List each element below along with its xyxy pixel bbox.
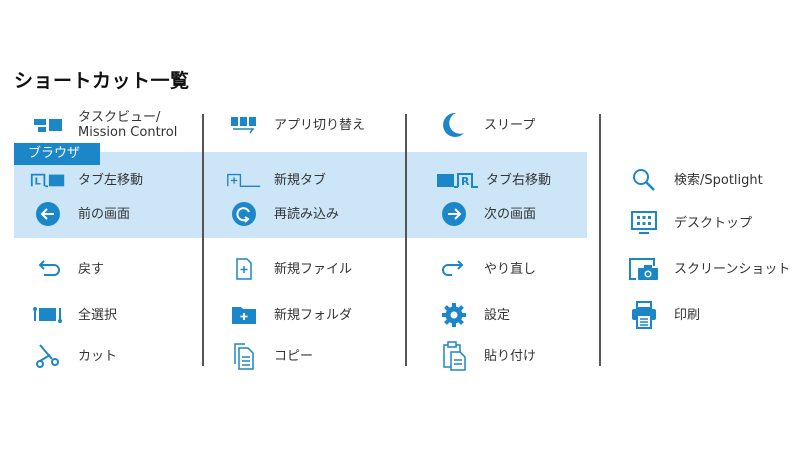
shortcut-search[interactable]: 検索/Spotlight xyxy=(626,165,763,195)
forward-arrow-circle-icon xyxy=(436,199,472,229)
shortcut-select-all[interactable]: 全選択 xyxy=(30,300,117,330)
shortcut-label: 設定 xyxy=(484,307,511,323)
svg-text:R: R xyxy=(461,175,470,188)
scissors-icon xyxy=(30,341,66,371)
shortcut-label-secondary: Mission Control xyxy=(78,125,178,140)
column-divider xyxy=(405,114,407,366)
shortcut-app-switch[interactable]: アプリ切り替え xyxy=(226,110,365,140)
shortcut-label: 次の画面 xyxy=(484,206,537,222)
redo-icon xyxy=(436,254,472,284)
shortcut-label: 新規タブ xyxy=(274,172,327,188)
shortcut-label: 新規ファイル xyxy=(274,261,353,277)
reload-icon xyxy=(226,199,262,229)
print-icon xyxy=(626,300,662,330)
shortcut-label: 貼り付け xyxy=(484,348,537,364)
shortcut-label: 再読み込み xyxy=(274,206,340,222)
shortcut-label: カット xyxy=(78,348,118,364)
shortcut-label: 前の画面 xyxy=(78,206,131,222)
shortcut-label: デスクトップ xyxy=(674,215,753,231)
tab-left-icon: L xyxy=(30,165,66,195)
shortcut-label: 検索/Spotlight xyxy=(674,172,763,188)
copy-icon xyxy=(226,341,262,371)
svg-text:L: L xyxy=(35,177,42,188)
shortcut-desktop[interactable]: デスクトップ xyxy=(626,208,752,238)
shortcut-back[interactable]: 前の画面 xyxy=(30,199,130,229)
task-view-icon xyxy=(30,110,66,140)
shortcut-label: タブ左移動 xyxy=(78,172,144,188)
shortcut-label: スリープ xyxy=(484,117,536,133)
shortcut-new-file[interactable]: 新規ファイル xyxy=(226,254,352,284)
shortcut-label: 印刷 xyxy=(674,307,701,323)
shortcut-sleep[interactable]: スリープ xyxy=(436,110,535,140)
browser-section-highlight xyxy=(14,152,587,238)
shortcut-label: タブ右移動 xyxy=(486,172,552,188)
shortcut-forward[interactable]: 次の画面 xyxy=(436,199,536,229)
new-file-icon xyxy=(226,254,262,284)
shortcut-tab-left[interactable]: L タブ左移動 xyxy=(30,165,143,195)
paste-icon xyxy=(436,341,472,371)
screenshot-icon xyxy=(626,254,662,284)
new-tab-icon xyxy=(226,165,262,195)
app-switch-icon xyxy=(226,110,262,140)
shortcut-cut[interactable]: カット xyxy=(30,341,117,371)
shortcut-tab-right[interactable]: R タブ右移動 xyxy=(436,165,551,195)
select-all-icon xyxy=(30,300,66,330)
column-divider xyxy=(202,114,204,366)
column-divider xyxy=(599,114,601,366)
shortcut-paste[interactable]: 貼り付け xyxy=(436,341,536,371)
shortcut-settings[interactable]: 設定 xyxy=(436,300,510,330)
moon-icon xyxy=(436,110,472,140)
shortcut-screenshot[interactable]: スクリーンショット xyxy=(626,254,790,284)
shortcut-label: やり直し xyxy=(484,261,537,277)
shortcut-print[interactable]: 印刷 xyxy=(626,300,700,330)
shortcut-copy[interactable]: コピー xyxy=(226,341,313,371)
shortcut-label: 全選択 xyxy=(78,307,118,323)
browser-section-tag: ブラウザ xyxy=(14,143,100,165)
shortcut-task-view[interactable]: タスクビュー/ Mission Control xyxy=(30,110,177,140)
shortcut-reload[interactable]: 再読み込み xyxy=(226,199,339,229)
shortcut-label: 新規フォルダ xyxy=(274,307,353,323)
shortcut-label: コピー xyxy=(274,348,314,364)
shortcut-new-folder[interactable]: 新規フォルダ xyxy=(226,300,352,330)
shortcut-label: タスクビュー/ xyxy=(78,110,161,125)
desktop-icon xyxy=(626,208,662,238)
search-icon xyxy=(626,165,662,195)
shortcut-label: アプリ切り替え xyxy=(274,117,366,133)
shortcut-undo[interactable]: 戻す xyxy=(30,254,104,284)
back-arrow-circle-icon xyxy=(30,199,66,229)
page-title: ショートカット一覧 xyxy=(14,70,190,92)
gear-icon xyxy=(436,300,472,330)
undo-icon xyxy=(30,254,66,284)
tab-right-icon: R xyxy=(436,165,480,195)
shortcut-label: 戻す xyxy=(78,261,105,277)
new-folder-icon xyxy=(226,300,262,330)
shortcut-redo[interactable]: やり直し xyxy=(436,254,536,284)
shortcut-label: スクリーンショット xyxy=(674,261,791,277)
shortcut-new-tab[interactable]: 新規タブ xyxy=(226,165,326,195)
